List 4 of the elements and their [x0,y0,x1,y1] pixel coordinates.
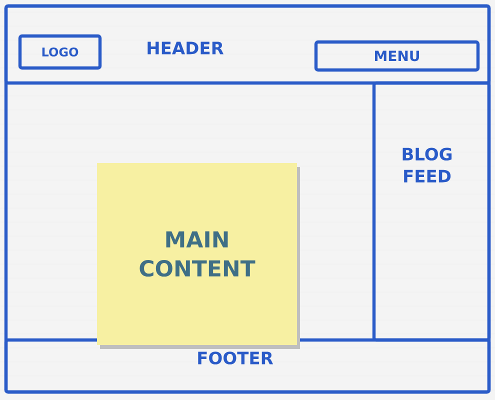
wireframe-box: MENU [314,40,480,72]
layout-section: BLOG FEED [372,81,491,342]
wireframe-box: LOGO [18,34,102,70]
sticky-note: MAIN CONTENT [97,163,300,349]
